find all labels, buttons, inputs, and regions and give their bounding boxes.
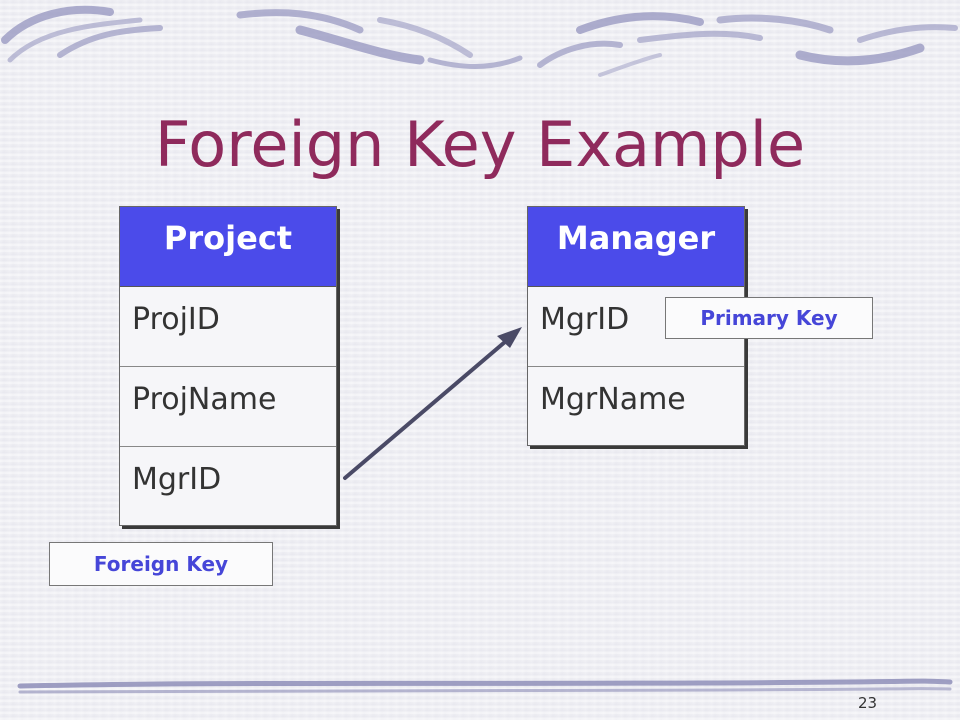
slide-title: Foreign Key Example bbox=[154, 108, 806, 181]
project-table-header: Project bbox=[120, 207, 336, 287]
project-row-mgrid: MgrID bbox=[132, 462, 222, 497]
primary-key-label: Primary Key bbox=[665, 297, 873, 339]
project-table: Project ProjID ProjName MgrID bbox=[119, 206, 337, 526]
page-number: 23 bbox=[858, 694, 878, 712]
manager-row-mgrname: MgrName bbox=[540, 382, 686, 417]
manager-row-mgrid: MgrID bbox=[528, 287, 744, 367]
project-row-projname: ProjName bbox=[120, 367, 336, 447]
foreign-key-label: Foreign Key bbox=[49, 542, 273, 586]
manager-table-header: Manager bbox=[528, 207, 744, 287]
arrowhead-icon bbox=[497, 327, 522, 348]
project-row-projid: ProjID bbox=[120, 287, 336, 367]
